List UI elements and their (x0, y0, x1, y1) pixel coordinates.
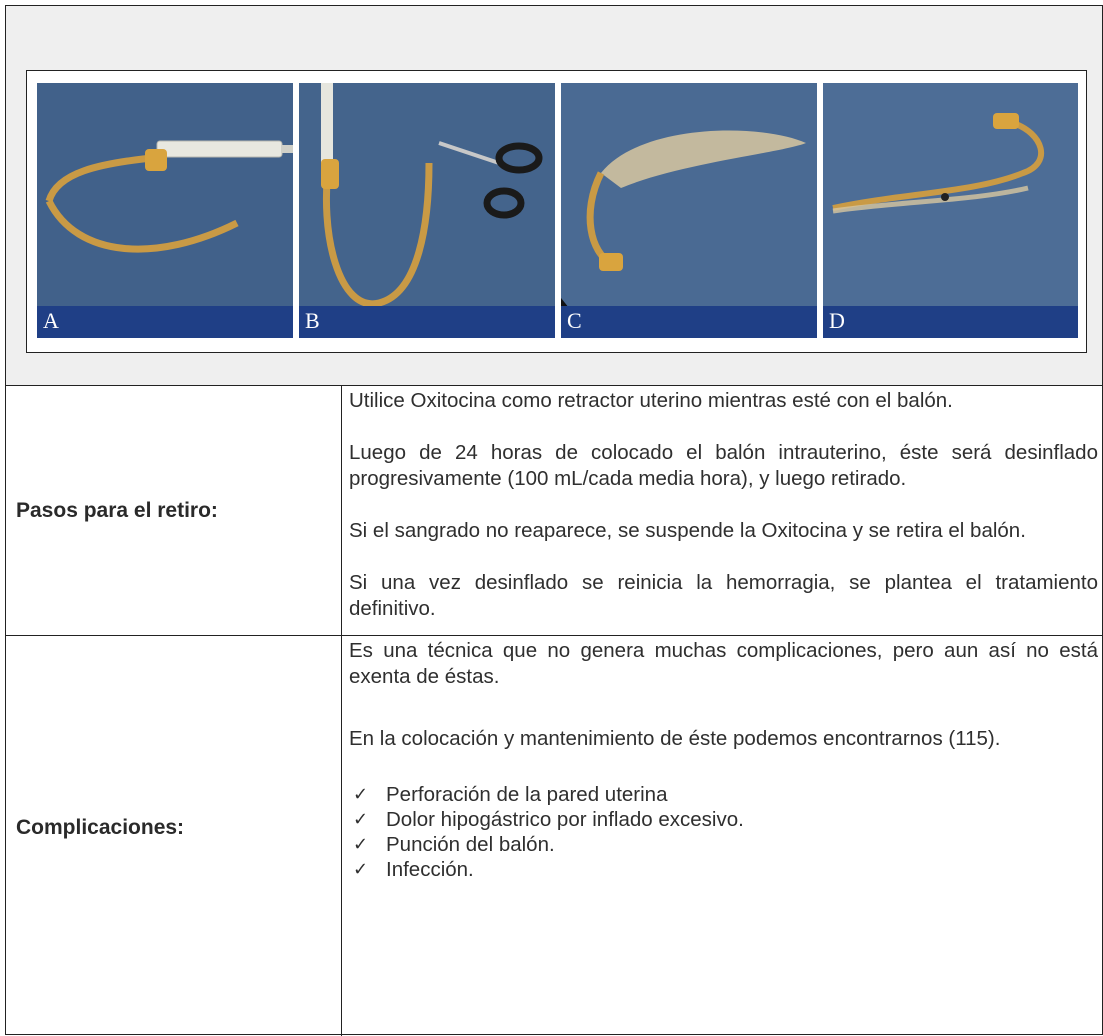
list-item: ✓ Dolor hipogástrico por inflado excesivo… (349, 807, 1098, 832)
list-item: ✓ Perforación de la pared uterina (349, 782, 1098, 807)
retiro-paragraph: Utilice Oxitocina como retractor uterino… (349, 389, 953, 412)
condom-catheter-illustration (561, 83, 817, 338)
document-table: A B (5, 5, 1103, 1036)
list-item-text: Punción del balón. (386, 833, 555, 856)
panel-label-d: D (829, 308, 845, 333)
check-icon: ✓ (353, 859, 369, 879)
complicaciones-label-cell: Complicaciones: (6, 636, 342, 1036)
list-item: ✓ Punción del balón. (349, 832, 1098, 857)
complicaciones-content-cell: Es una técnica que no genera muchas comp… (342, 636, 1102, 1036)
complicaciones-paragraph: En la colocación y mantenimiento de éste… (349, 727, 1001, 750)
list-item-text: Perforación de la pared uterina (386, 783, 668, 806)
retiro-label-cell: Pasos para el retiro: (6, 386, 342, 635)
complicaciones-list: ✓ Perforación de la pared uterina ✓ Dolor … (349, 782, 1098, 882)
panel-label-bar (299, 306, 555, 338)
retiro-label: Pasos para el retiro: (16, 498, 218, 522)
complicaciones-paragraph: Es una técnica que no genera muchas comp… (349, 639, 1098, 688)
photo-row: A B (6, 6, 1102, 386)
retiro-content-cell: Utilice Oxitocina como retractor uterino… (342, 386, 1102, 635)
retiro-paragraph: Si una vez desinflado se reinicia la hem… (349, 571, 1098, 620)
panel-label-bar (561, 306, 817, 338)
photo-figure: A B (26, 70, 1087, 353)
photo-panel-c: C (561, 83, 817, 338)
retiro-paragraph: Luego de 24 horas de colocado el balón i… (349, 441, 1098, 490)
panel-label-c: C (567, 308, 582, 333)
complicaciones-label: Complicaciones: (16, 816, 185, 839)
panel-label-bar (823, 306, 1078, 338)
check-icon: ✓ (353, 809, 369, 829)
photo-panel-d: D (823, 83, 1078, 338)
tied-catheter-illustration (823, 83, 1078, 338)
photo-panel-b: B (299, 83, 555, 338)
retiro-row: Pasos para el retiro: Utilice Oxitocina … (6, 386, 1102, 636)
panel-label-bar (37, 306, 293, 338)
panel-label-a: A (43, 308, 59, 333)
complicaciones-row: Complicaciones: Es una técnica que no ge… (6, 636, 1102, 1036)
catheter-scissors-illustration (299, 83, 555, 338)
list-item-text: Dolor hipogástrico por inflado excesivo. (386, 808, 744, 831)
catheter-syringe-illustration (37, 83, 293, 338)
panel-label-b: B (305, 308, 320, 333)
check-icon: ✓ (353, 784, 369, 804)
list-item-text: Infección. (386, 858, 474, 881)
check-icon: ✓ (353, 834, 369, 854)
list-item: ✓ Infección. (349, 857, 1098, 882)
retiro-paragraph: Si el sangrado no reaparece, se suspende… (349, 519, 1026, 542)
photo-panel-a: A (37, 83, 293, 338)
